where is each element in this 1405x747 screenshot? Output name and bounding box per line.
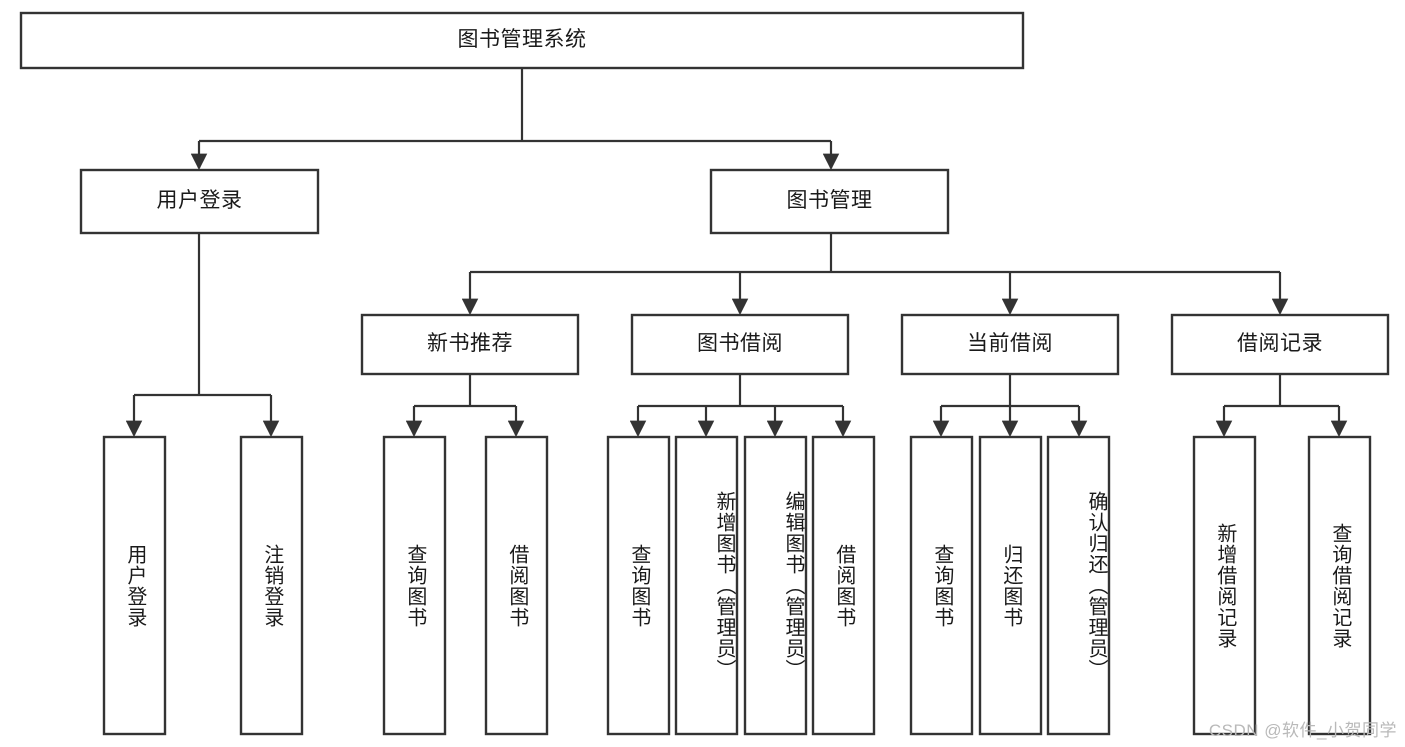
node-box-book-manage[interactable] — [709, 168, 950, 235]
node-box-leaf-logout[interactable] — [239, 435, 304, 736]
node-box-leaf-query-book-1[interactable] — [382, 435, 447, 736]
node-box-leaf-add-book[interactable] — [674, 435, 739, 736]
node-box-leaf-confirm-return[interactable] — [1046, 435, 1111, 736]
node-box-book-borrow[interactable] — [630, 313, 850, 376]
node-box-user-login[interactable] — [79, 168, 320, 235]
node-box-current-borrow[interactable] — [900, 313, 1120, 376]
node-box-leaf-borrow-book-1[interactable] — [484, 435, 549, 736]
connector-user-login-to-leaves — [125, 233, 280, 438]
node-box-leaf-query-book-3[interactable] — [909, 435, 974, 736]
node-box-root[interactable] — [19, 11, 1025, 70]
connector-book-manage-to-level3 — [461, 233, 1289, 316]
node-box-leaf-edit-book[interactable] — [743, 435, 808, 736]
watermark-text: CSDN @软件_小贺同学 — [1208, 721, 1397, 740]
node-box-leaf-borrow-book-2[interactable] — [811, 435, 876, 736]
connector-borrow-record-to-leaves — [1215, 374, 1348, 438]
node-box-leaf-query-book-2[interactable] — [606, 435, 671, 736]
node-box-leaf-add-record[interactable] — [1192, 435, 1257, 736]
connector-book-borrow-to-leaves — [629, 374, 852, 438]
connector-new-book-rec-to-leaves — [405, 374, 525, 438]
node-box-leaf-return-book[interactable] — [978, 435, 1043, 736]
node-box-new-book-rec[interactable] — [360, 313, 580, 376]
node-box-leaf-query-record[interactable] — [1307, 435, 1372, 736]
node-box-leaf-user-login[interactable] — [102, 435, 167, 736]
connector-root-to-level2 — [190, 68, 840, 171]
connector-current-borrow-to-leaves — [932, 374, 1088, 438]
node-box-borrow-record[interactable] — [1170, 313, 1390, 376]
